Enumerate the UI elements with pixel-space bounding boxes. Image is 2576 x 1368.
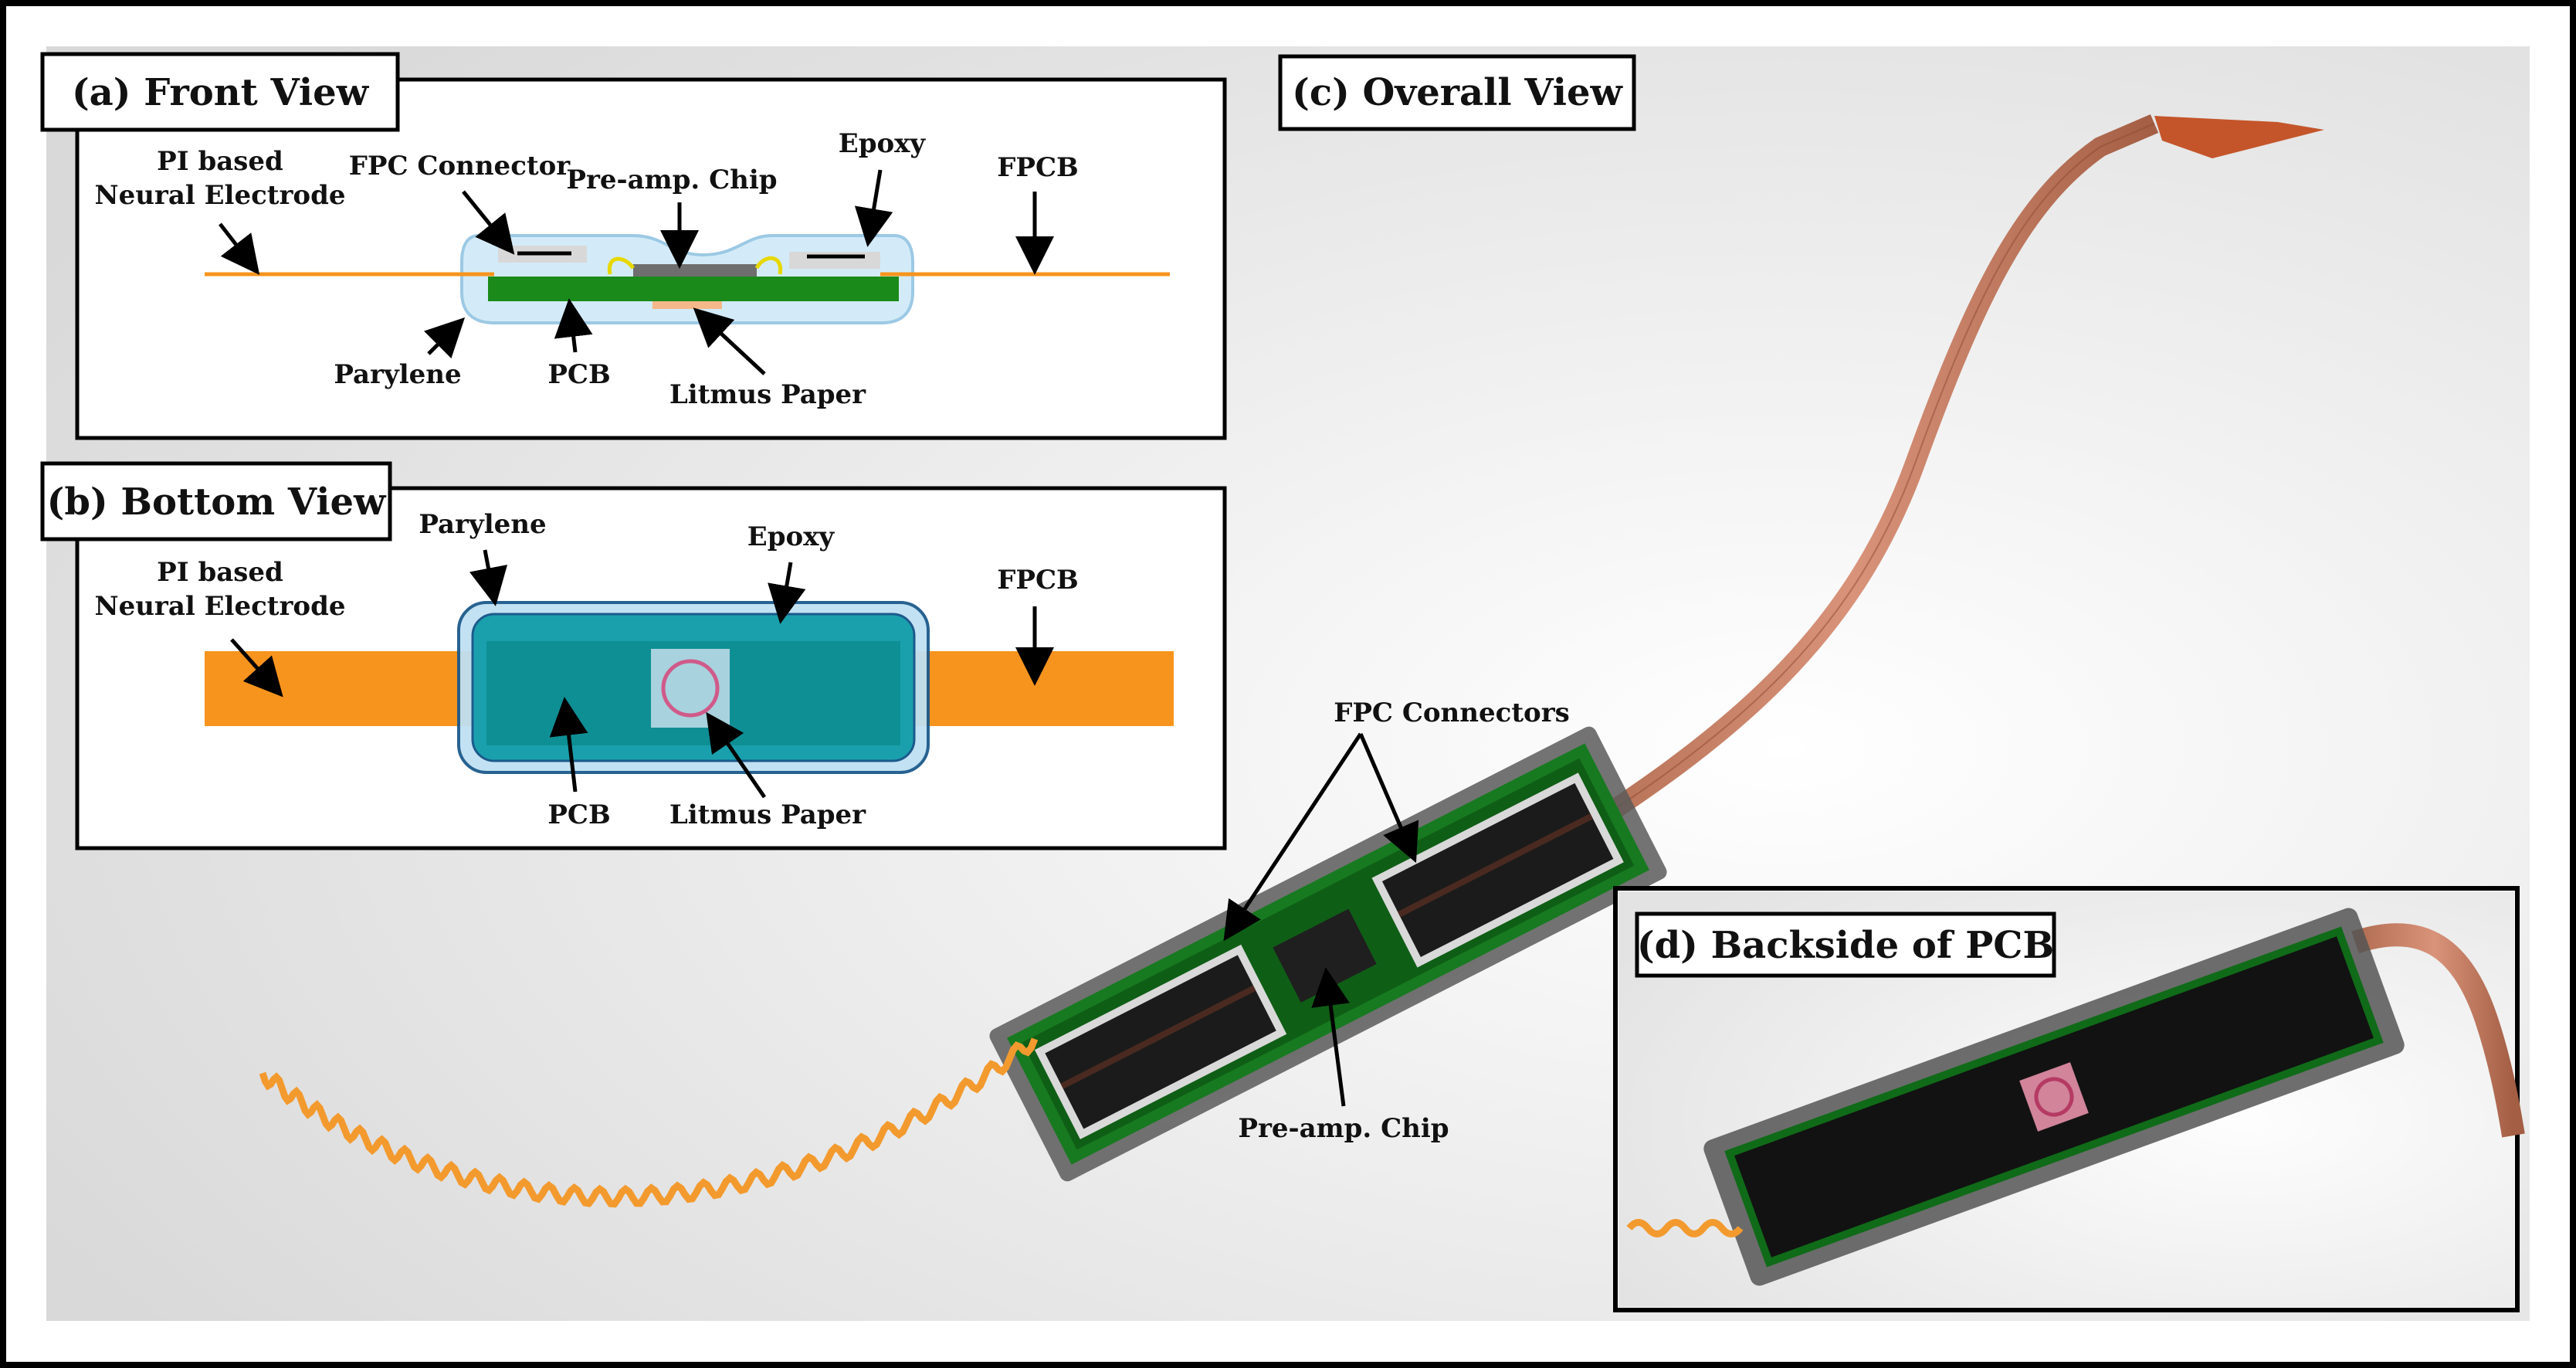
arrow-connectors-1: [1223, 732, 1363, 942]
bottom-label-litmus: Litmus Paper: [669, 799, 866, 830]
panel-front-view: (a) Front View PI based Neural Electrode…: [40, 52, 1227, 440]
fpcb-tip: [2154, 116, 2324, 158]
label-preamp-chip: Pre-amp. Chip: [1238, 1113, 1449, 1144]
bottom-title: (b) Bottom View: [47, 480, 387, 524]
label-fpc-connectors: FPC Connectors: [1334, 698, 1570, 728]
preamp-chip: [1273, 908, 1377, 1003]
backside-title: (d) Backside of PCB: [1637, 924, 2054, 967]
litmus-paper-square: [2019, 1062, 2089, 1132]
front-title: (a) Front View: [72, 71, 370, 114]
arrow-connectors-2: [1358, 733, 1419, 864]
front-label-parylene: Parylene: [334, 359, 461, 390]
bottom-label-electrode-1: PI based: [157, 557, 283, 588]
overall-title: (c) Overall View: [1292, 71, 1623, 114]
front-label-epoxy: Epoxy: [839, 128, 927, 159]
bottom-label-pcb: PCB: [547, 799, 610, 830]
arrow-chip: [1311, 967, 1350, 1107]
front-label-litmus: Litmus Paper: [669, 379, 866, 410]
bottom-label-parylene: Parylene: [419, 509, 546, 540]
panel-bottom-view: (b) Bottom View PI based Neural Electrod…: [40, 461, 1227, 850]
front-label-electrode-2: Neural Electrode: [95, 180, 346, 211]
backside-title-box: [1635, 911, 2056, 978]
front-label-fpcb: FPCB: [997, 152, 1079, 183]
bottom-label-epoxy: Epoxy: [747, 521, 836, 552]
bottom-label-fpcb: FPCB: [997, 565, 1079, 596]
panel-backside: (d) Backside of PCB: [1613, 886, 2525, 1312]
board-assembly: [989, 726, 1667, 1182]
front-label-pcb: PCB: [547, 359, 610, 390]
overall-render: [259, 114, 2324, 1208]
bottom-label-electrode-2: Neural Electrode: [95, 591, 346, 622]
front-label-connector: FPC Connector: [349, 151, 571, 182]
neural-electrode-wire: [259, 1037, 1039, 1208]
front-label-electrode-1: PI based: [157, 146, 283, 177]
overall-title-box: [1278, 54, 1636, 131]
front-label-chip: Pre-amp. Chip: [566, 165, 777, 195]
pcb-layer: [488, 277, 899, 301]
